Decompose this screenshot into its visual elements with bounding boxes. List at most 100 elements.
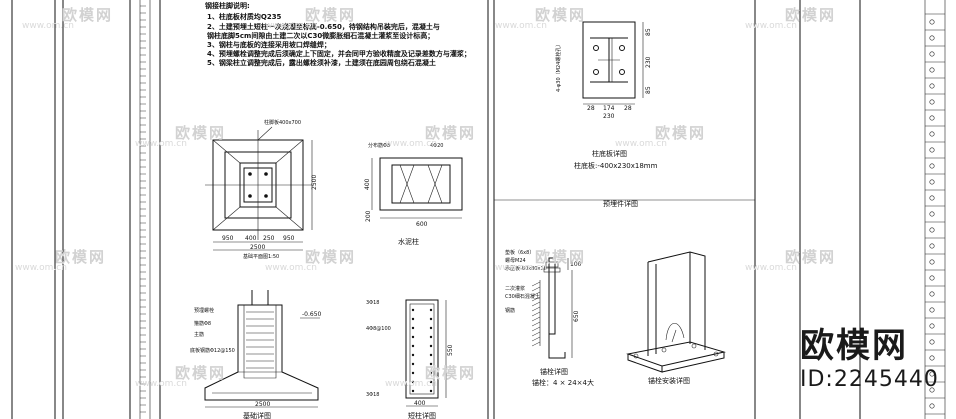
plate-dim-r2: 230 xyxy=(645,56,652,68)
axis-marker-circle xyxy=(929,115,935,121)
base-plan-dim-3: 250 xyxy=(263,235,275,242)
axis-marker-circle xyxy=(929,67,935,73)
rebar-dot xyxy=(429,326,433,330)
rebar-dot xyxy=(429,371,433,375)
watermark-url: www.om.cn xyxy=(745,21,797,31)
anchor-dim-top: 100 xyxy=(570,261,582,268)
rebar-dot xyxy=(411,344,415,348)
watermark-text: 欧模网 xyxy=(785,248,836,266)
iso-caption: 锚栓安装详图 xyxy=(648,376,690,385)
axis-marker-circle xyxy=(929,323,935,329)
axis-marker-circle xyxy=(929,163,935,169)
foundation-label-1: 预埋螺栓 xyxy=(194,307,214,314)
rebar-dot xyxy=(429,389,433,393)
rebar-dot xyxy=(429,308,433,312)
axis-marker-circle xyxy=(929,355,935,361)
soil-hatch xyxy=(531,291,541,297)
cement-post-title: 水泥柱 xyxy=(398,237,419,246)
anchor-spec: 锚栓：4 × 24×4大 xyxy=(532,378,594,387)
axis-marker-circle xyxy=(929,211,935,217)
post-section-drawing: 3Φ18 4Φ8@100 3Φ18 550 400 短柱详图 xyxy=(366,299,454,419)
axis-marker-circle xyxy=(929,99,935,105)
rebar-dot xyxy=(411,326,415,330)
post-label-3: 3Φ18 xyxy=(366,392,379,398)
rebar-dot xyxy=(411,317,415,321)
soil-hatch xyxy=(531,336,541,342)
watermark-text: 欧模网 xyxy=(55,248,106,266)
brand-logo-text: 欧模网 xyxy=(800,326,908,366)
corner-brand-badge: 欧模网 ID:2245440 xyxy=(800,326,938,392)
soil-hatch xyxy=(531,326,541,332)
rebar-dot xyxy=(429,353,433,357)
axis-marker-circle xyxy=(929,19,935,25)
cement-post-dim-b: 600 xyxy=(416,221,428,228)
watermark-url: www.om.cn xyxy=(265,21,317,31)
rebar-dot xyxy=(411,380,415,384)
post-caption: 短柱详图 xyxy=(408,411,436,419)
watermark-url: www.om.cn xyxy=(22,21,74,31)
base-plate-detail-drawing: 4-φ30（M24螺栓孔） 28 174 28 230 85 230 85 柱底… xyxy=(555,21,658,170)
watermark-text: 欧模网 xyxy=(425,364,476,382)
watermark-text: 欧模网 xyxy=(535,6,586,24)
soil-hatch xyxy=(531,301,541,307)
watermark-url: www.om.cn xyxy=(615,139,667,149)
cement-post-label-a: 分布筋Φ8 xyxy=(368,142,390,149)
base-plan-dim-right: 2500 xyxy=(311,175,318,190)
foundation-label-3: 主筋 xyxy=(194,331,204,338)
watermark-url: www.om.cn xyxy=(495,21,547,31)
base-plan-dim-4: 950 xyxy=(283,235,295,242)
foundation-level: -0.650 xyxy=(302,311,322,318)
plate-left-label: 4-φ30（M24螺栓孔） xyxy=(555,42,562,92)
watermark-url: www.om.cn xyxy=(745,263,797,273)
watermark-text: 欧模网 xyxy=(655,124,706,142)
plate-dim-2: 174 xyxy=(603,105,615,112)
rebar-dot xyxy=(411,389,415,393)
plate-caption-b: 柱底板:-400x230x18mm xyxy=(574,161,658,170)
note-line-6: 5、钢梁柱立调整完成后，露出螺栓须补漆，土建须在底园周包绕石混凝土 xyxy=(207,58,436,67)
anchor-label-1: 垫板（6x8） xyxy=(505,249,534,256)
base-plan-dim-1: 950 xyxy=(222,235,234,242)
axis-marker-circle xyxy=(929,307,935,313)
post-label-2: 4Φ8@100 xyxy=(366,326,391,332)
watermark-layer: 欧模网www.om.cn欧模网www.om.cn欧模网www.om.cn欧模网w… xyxy=(15,6,836,389)
soil-hatch xyxy=(531,281,541,287)
rebar-dot xyxy=(411,371,415,375)
watermark-text: 欧模网 xyxy=(305,248,356,266)
anchor-isometric-drawing: 锚栓安装详图 xyxy=(626,251,726,385)
post-label-1: 3Φ18 xyxy=(366,300,379,306)
base-plan-caption: 基础平面图1:50 xyxy=(243,253,279,260)
axis-marker-circle xyxy=(929,339,935,345)
rebar-dot xyxy=(411,353,415,357)
anchor-label-4: 二次灌浆 xyxy=(505,285,525,292)
plate-caption-a: 柱底板详图 xyxy=(592,149,627,158)
rebar-dot xyxy=(411,335,415,339)
axis-marker-circle xyxy=(929,131,935,137)
base-plan-dim-total: 2500 xyxy=(250,244,265,251)
rebar-dot xyxy=(411,308,415,312)
axis-marker-circle xyxy=(929,403,935,409)
left-title-block xyxy=(11,0,161,419)
anchor-label-6: 钢筋 xyxy=(505,307,515,314)
watermark-text: 欧模网 xyxy=(175,124,226,142)
foundation-plan-drawing: 柱脚板400x700 950 400 250 950 2500 2500 基础平… xyxy=(205,119,318,260)
soil-hatch xyxy=(531,321,541,327)
plate-dim-r1: 85 xyxy=(645,28,652,36)
post-dim-right: 550 xyxy=(447,344,454,356)
axis-marker-circle xyxy=(929,291,935,297)
watermark-url: www.om.cn xyxy=(135,379,187,389)
base-plan-dim-2: 400 xyxy=(245,235,257,242)
anchor-label-3: 承压板-80x80x10 xyxy=(505,265,547,272)
right-axis-ruler xyxy=(925,13,945,415)
rebar-dot xyxy=(429,344,433,348)
rebar-dot xyxy=(411,362,415,366)
foundation-dim: 2500 xyxy=(255,401,270,408)
section-dividers xyxy=(487,0,946,419)
axis-marker-circle xyxy=(929,83,935,89)
notes-title: 钢接柱脚说明: xyxy=(205,1,250,10)
note-line-5: 4、预埋螺栓调整完成后须确定上下固定，并会同甲方验收精度及记录差数方与灌浆； xyxy=(207,49,471,58)
watermark-text: 欧模网 xyxy=(535,248,586,266)
watermark-url: www.om.cn xyxy=(265,263,317,273)
design-notes: 钢接柱脚说明: 1、柱底板材质均Q235 2、土建预埋土短柱一次浇灌至标高-0.… xyxy=(205,1,471,67)
anchor-label-2: 螺母M24 xyxy=(505,257,526,264)
